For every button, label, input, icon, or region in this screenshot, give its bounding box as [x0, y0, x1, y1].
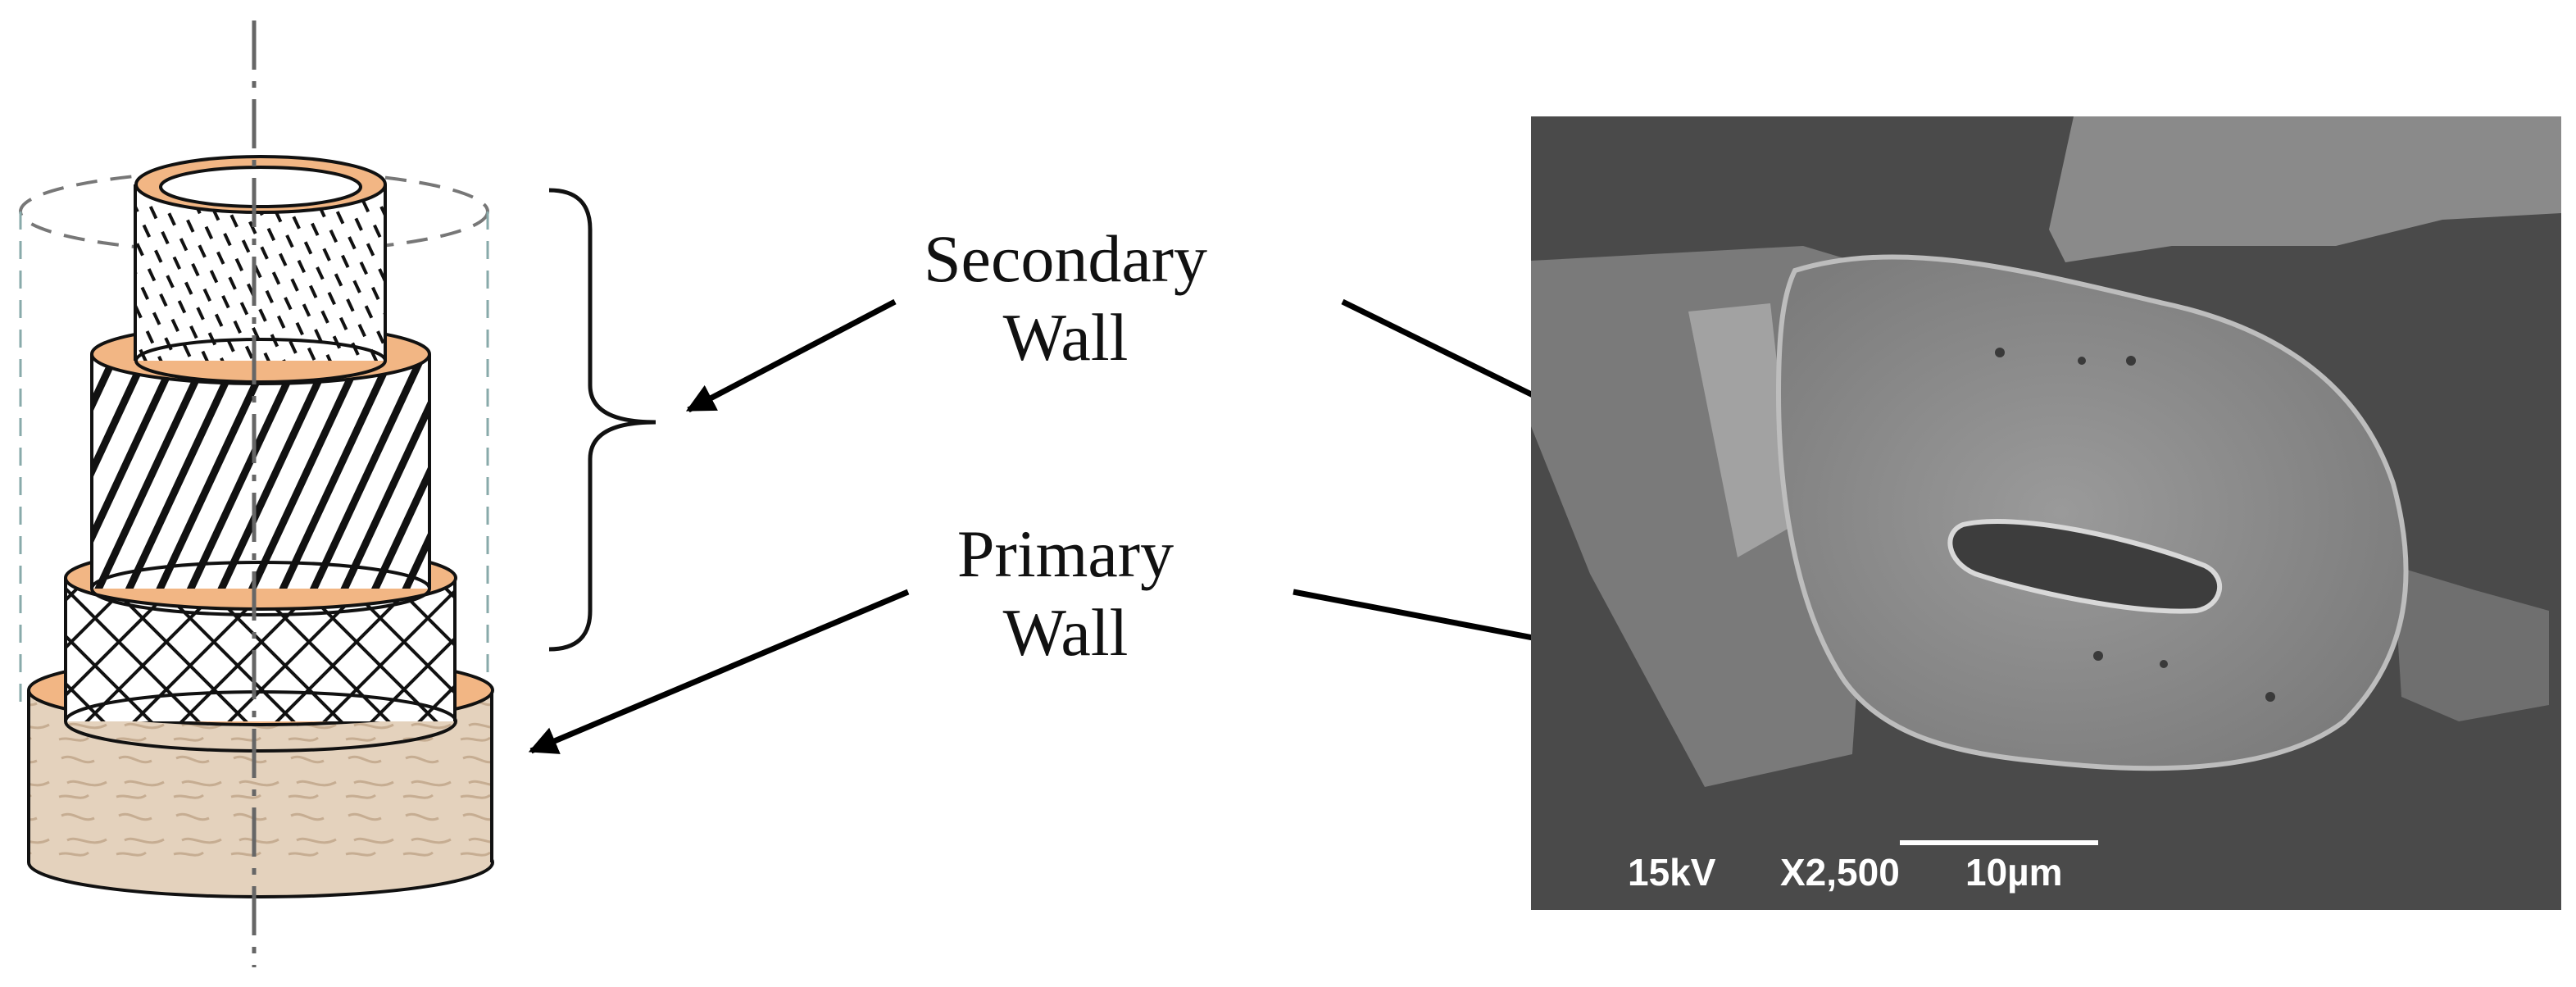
sem-voltage: 15kV: [1628, 851, 1716, 894]
fiber-cross-section: [1775, 254, 2409, 771]
fiber-fragment-top: [2049, 116, 2561, 262]
lumen-opening: [159, 166, 362, 208]
fiber-lumen: [1947, 519, 2222, 614]
s3-layer: [134, 155, 387, 384]
secondary-wall-label-line1: Secondary: [923, 221, 1208, 296]
primary-wall-label-line1: Primary: [956, 516, 1174, 591]
arrow-primary-to-diagram: [528, 589, 910, 754]
secondary-wall-label: Secondary Wall: [861, 220, 1270, 377]
cell-wall-diagram: [19, 20, 656, 967]
sem-micrograph: 15kV X2,500 10µm: [1531, 116, 2561, 910]
sem-magnification: X2,500: [1780, 851, 1900, 894]
arrow-secondary-to-diagram: [685, 298, 897, 413]
primary-wall-label-line2: Wall: [1002, 595, 1129, 670]
secondary-wall-bracket: [548, 188, 656, 652]
fiber-fragment-right: [2393, 566, 2549, 721]
primary-wall-label: Primary Wall: [889, 515, 1242, 672]
sem-scale-label: 10µm: [1965, 851, 2063, 894]
secondary-wall-label-line2: Wall: [1002, 300, 1129, 375]
